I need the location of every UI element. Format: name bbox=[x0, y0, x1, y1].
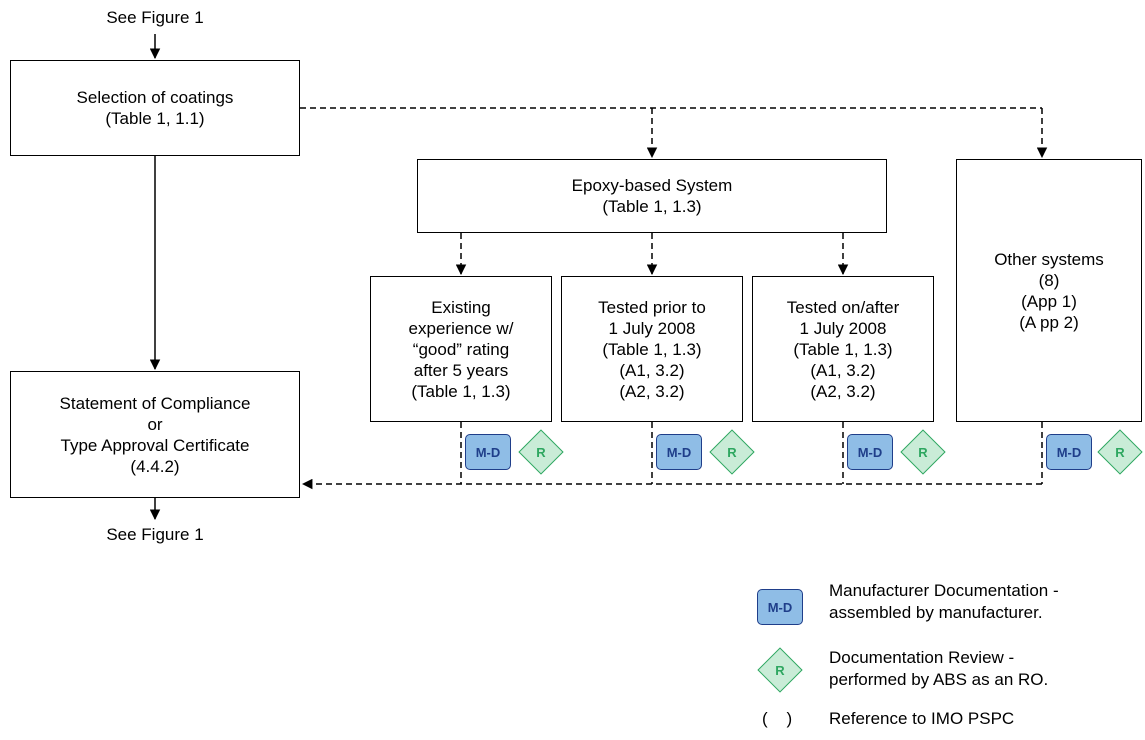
after-line-3: (Table 1, 1.3) bbox=[793, 339, 893, 359]
bottom-figure-ref: See Figure 1 bbox=[106, 525, 204, 544]
statement-line-2: or bbox=[147, 414, 163, 434]
after-line-1: Tested on/after bbox=[786, 297, 900, 317]
after-line-5: (A2, 3.2) bbox=[810, 381, 876, 401]
md-badge-after: M-D bbox=[847, 434, 893, 470]
legend-r-line-1: Documentation Review - bbox=[829, 648, 1015, 667]
legend-md-line-1: Manufacturer Documentation - bbox=[829, 581, 1059, 600]
r-badge-other: R bbox=[1097, 429, 1143, 475]
epoxy-title: Epoxy-based System bbox=[571, 176, 733, 195]
other-line-1: Other systems bbox=[994, 249, 1104, 269]
tested-after-box: Tested on/after 1 July 2008 (Table 1, 1.… bbox=[752, 276, 934, 422]
after-line-4: (A1, 3.2) bbox=[810, 360, 876, 380]
existing-line-5: (Table 1, 1.3) bbox=[411, 381, 511, 401]
legend-md-badge: M-D bbox=[757, 589, 803, 625]
prior-line-4: (A1, 3.2) bbox=[619, 360, 685, 380]
statement-line-3: Type Approval Certificate bbox=[60, 435, 250, 455]
r-badge-label: R bbox=[775, 662, 785, 678]
legend-md-line-2: assembled by manufacturer. bbox=[829, 603, 1043, 622]
prior-line-2: 1 July 2008 bbox=[608, 318, 696, 338]
legend-r-badge: R bbox=[757, 647, 803, 693]
r-badge-label: R bbox=[536, 444, 546, 460]
other-line-4: (A pp 2) bbox=[1019, 312, 1079, 332]
top-figure-ref: See Figure 1 bbox=[106, 8, 204, 27]
selection-box: Selection of coatings (Table 1, 1.1) bbox=[10, 60, 300, 156]
legend-paren-text: Reference to IMO PSPC bbox=[829, 709, 1015, 728]
existing-experience-box: Existing experience w/ “good” rating aft… bbox=[370, 276, 552, 422]
r-badge-prior: R bbox=[709, 429, 755, 475]
r-badge-label: R bbox=[918, 444, 928, 460]
md-badge-prior: M-D bbox=[656, 434, 702, 470]
r-badge-label: R bbox=[727, 444, 737, 460]
existing-line-3: “good” rating bbox=[412, 339, 510, 359]
statement-box: Statement of Compliance or Type Approval… bbox=[10, 371, 300, 498]
prior-line-1: Tested prior to bbox=[598, 297, 706, 317]
existing-line-4: after 5 years bbox=[413, 360, 509, 380]
legend-paren-symbol: ( ) bbox=[762, 709, 793, 728]
selection-title: Selection of coatings bbox=[76, 88, 234, 107]
epoxy-ref: (Table 1, 1.3) bbox=[602, 197, 702, 216]
legend-r-text: Documentation Review - performed by ABS … bbox=[829, 647, 1048, 691]
other-line-2: (8) bbox=[1038, 270, 1060, 290]
selection-ref: (Table 1, 1.1) bbox=[105, 109, 205, 128]
prior-line-5: (A2, 3.2) bbox=[619, 381, 685, 401]
existing-line-2: experience w/ bbox=[408, 318, 514, 338]
statement-line-4: (4.4.2) bbox=[130, 456, 180, 476]
legend-md-text: Manufacturer Documentation - assembled b… bbox=[829, 580, 1059, 624]
other-line-3: (App 1) bbox=[1021, 291, 1077, 311]
r-badge-label: R bbox=[1115, 444, 1125, 460]
epoxy-box: Epoxy-based System (Table 1, 1.3) bbox=[417, 159, 887, 233]
existing-line-1: Existing bbox=[431, 297, 491, 317]
tested-prior-box: Tested prior to 1 July 2008 (Table 1, 1.… bbox=[561, 276, 743, 422]
after-line-2: 1 July 2008 bbox=[799, 318, 887, 338]
r-badge-existing: R bbox=[518, 429, 564, 475]
prior-line-3: (Table 1, 1.3) bbox=[602, 339, 702, 359]
legend-r-line-2: performed by ABS as an RO. bbox=[829, 670, 1049, 689]
md-badge-existing: M-D bbox=[465, 434, 511, 470]
r-badge-after: R bbox=[900, 429, 946, 475]
statement-line-1: Statement of Compliance bbox=[59, 393, 251, 413]
other-systems-box: Other systems (8) (App 1) (A pp 2) bbox=[956, 159, 1142, 422]
md-badge-other: M-D bbox=[1046, 434, 1092, 470]
